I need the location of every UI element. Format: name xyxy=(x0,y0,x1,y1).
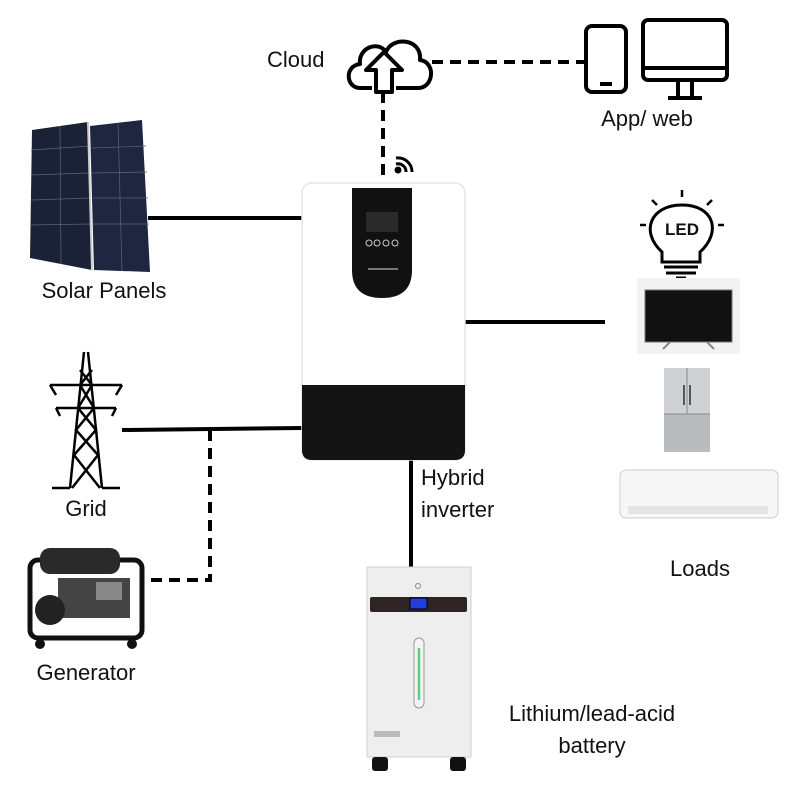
solar-panels-label: Solar Panels xyxy=(41,278,167,303)
wifi-icon xyxy=(394,156,414,174)
inverter-label-line2: inverter xyxy=(421,497,495,522)
cloud-upload-icon xyxy=(346,39,433,94)
grid-connection-line xyxy=(121,426,303,432)
led-bulb-icon xyxy=(640,190,724,280)
app-web-label: App/ web xyxy=(601,106,693,131)
battery-unit xyxy=(366,566,472,771)
air-conditioner-icon xyxy=(619,469,779,519)
led-bulb-text: LED xyxy=(665,220,699,239)
generator-icon xyxy=(27,548,145,649)
hybrid-inverter-unit xyxy=(301,182,466,461)
monitor-icon xyxy=(641,18,729,100)
solar-panel-icon xyxy=(30,120,150,272)
battery-label-line1: Lithium/lead-acid xyxy=(508,701,676,726)
grid-label: Grid xyxy=(65,496,107,521)
tv-icon xyxy=(637,278,740,354)
generator-label: Generator xyxy=(36,660,136,685)
loads-label: Loads xyxy=(670,556,730,581)
fridge-icon xyxy=(664,368,710,452)
transmission-tower-icon xyxy=(48,351,124,490)
cloud-label: Cloud xyxy=(267,47,325,72)
battery-label-line2: battery xyxy=(558,733,626,758)
generator-dashed-line xyxy=(145,430,212,582)
phone-icon xyxy=(584,24,628,94)
inverter-label-line1: Hybrid xyxy=(421,465,485,490)
